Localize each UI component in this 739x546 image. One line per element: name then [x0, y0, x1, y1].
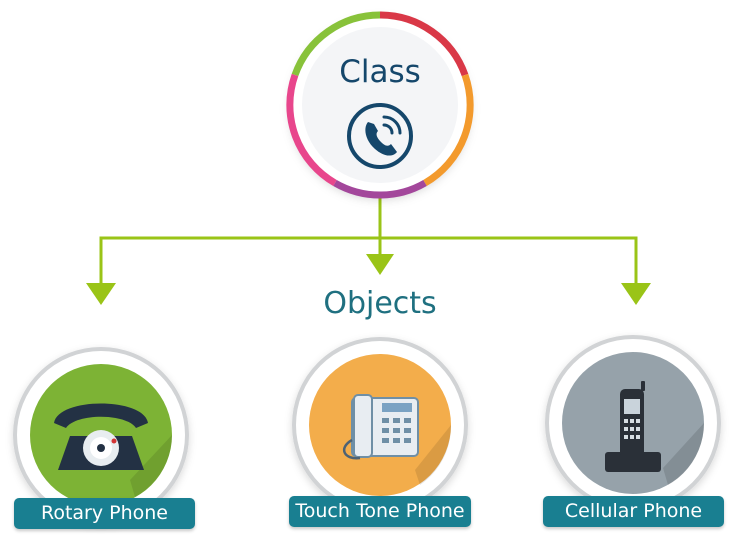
touch-tone-phone-icon: [342, 394, 419, 460]
object-label-rotary-phone: Rotary Phone: [14, 498, 195, 529]
ring-segment-green: [291, 11, 381, 77]
ring-segment-purple: [333, 179, 427, 199]
object-cellular-phone: [545, 335, 721, 511]
cellular-phone-icon: [605, 381, 661, 472]
disc-shadow: [415, 425, 452, 485]
class-ring: [286, 11, 474, 199]
arrowhead-middle: [366, 254, 394, 275]
class-node: [286, 11, 474, 199]
ring-segment-orange: [423, 73, 474, 187]
object-rotary-phone: [13, 347, 189, 523]
rotary-phone-icon: [54, 403, 148, 470]
disc-shadow: [130, 435, 172, 497]
object-touch-tone-phone: [292, 337, 468, 513]
connectors: [99, 194, 638, 287]
ring-segment-red: [379, 11, 469, 77]
arrowhead-right: [621, 283, 651, 305]
phone-call-icon: [347, 103, 413, 169]
object-label-cellular-phone: Cellular Phone: [543, 496, 724, 527]
ring-segment-pink: [286, 73, 337, 187]
objects-heading: Objects: [323, 286, 437, 321]
arrowheads: [86, 254, 651, 305]
object-label-touch-tone-phone: Touch Tone Phone: [289, 496, 471, 527]
class-title: Class: [339, 54, 421, 90]
arrowhead-left: [86, 283, 116, 305]
disc-shadow: [663, 423, 705, 485]
